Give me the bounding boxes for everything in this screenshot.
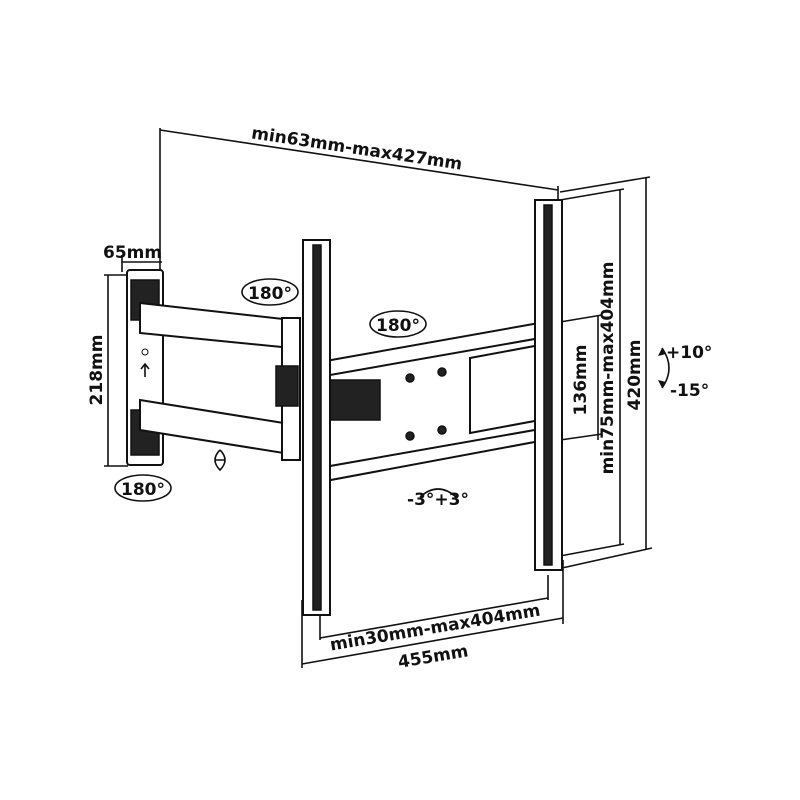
vesa-vertical-label: min75mm-max404mm	[598, 262, 618, 475]
center-bracket	[319, 318, 557, 484]
level-adjust-label: -3°+3°	[407, 490, 469, 510]
wall-swivel-label: 180°	[121, 480, 165, 500]
arm-swivel-label: 180°	[248, 284, 292, 304]
right-rail	[534, 199, 563, 571]
bracket-swivel-label: 180°	[376, 316, 420, 336]
rail-height-label: 420mm	[625, 340, 645, 411]
wall-plate-depth-label: 65mm	[103, 243, 162, 263]
dimension-lines	[104, 128, 653, 668]
wall-plate-height-label: 218mm	[87, 335, 107, 406]
wall-plate	[126, 269, 164, 466]
rotation-marks	[114, 278, 670, 502]
left-rail	[302, 239, 331, 616]
tilt-up-label: +10°	[666, 343, 712, 363]
vesa-inner-label: 136mm	[571, 345, 591, 416]
swing-arms	[139, 301, 301, 472]
tilt-down-label: -15°	[670, 381, 709, 401]
